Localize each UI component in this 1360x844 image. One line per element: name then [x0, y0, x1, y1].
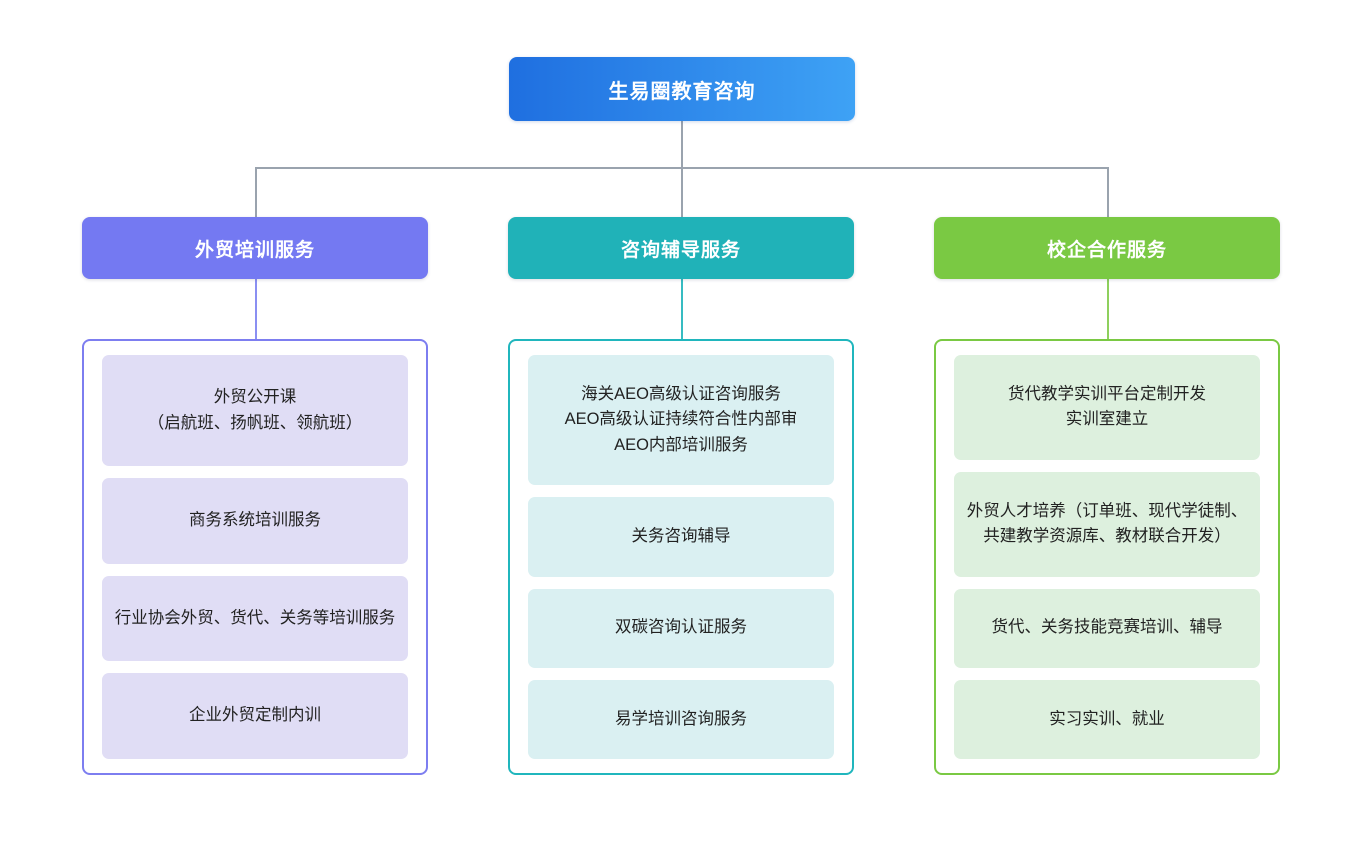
branch-header-xiaoqi-hezuo[interactable]: 校企合作服务 — [934, 217, 1280, 279]
branch-header-label: 校企合作服务 — [1046, 239, 1167, 261]
item-box[interactable]: 行业协会外贸、货代、关务等培训服务 — [102, 575, 408, 662]
item-box[interactable]: 双碳咨询认证服务 — [528, 588, 834, 668]
items-container-waimao-peixun: 外贸公开课 （启航班、扬帆班、领航班） 商务系统培训服务 行业协会外贸、货代、关… — [82, 339, 428, 775]
branch-header-label: 外贸培训服务 — [194, 239, 315, 261]
item-box[interactable]: 货代教学实训平台定制开发 实训室建立 — [954, 355, 1260, 460]
branch-header-label: 咨询辅导服务 — [620, 239, 741, 261]
connector-root-stem — [681, 121, 683, 168]
connector-header-to-items-2 — [1107, 279, 1109, 339]
item-box[interactable]: 企业外贸定制内训 — [102, 673, 408, 759]
item-box[interactable]: 实习实训、就业 — [954, 679, 1260, 759]
items-container-xiaoqi-hezuo: 货代教学实训平台定制开发 实训室建立 外贸人才培养（订单班、现代学徒制、共建教学… — [934, 339, 1280, 775]
item-box[interactable]: 易学培训咨询服务 — [528, 679, 834, 759]
item-box[interactable]: 外贸人才培养（订单班、现代学徒制、共建教学资源库、教材联合开发） — [954, 471, 1260, 577]
connector-header-to-items-1 — [681, 279, 683, 339]
root-node-label: 生易圈教育咨询 — [608, 80, 756, 103]
item-box[interactable]: 海关AEO高级认证咨询服务 AEO高级认证持续符合性内部审 AEO内部培训服务 — [528, 355, 834, 486]
connector-drop-branch-0 — [255, 167, 257, 217]
connector-drop-branch-2 — [1107, 167, 1109, 217]
item-box[interactable]: 关务咨询辅导 — [528, 497, 834, 577]
branch-header-waimao-peixun[interactable]: 外贸培训服务 — [82, 217, 428, 279]
connector-header-to-items-0 — [255, 279, 257, 339]
item-box[interactable]: 外贸公开课 （启航班、扬帆班、领航班） — [102, 355, 408, 467]
items-container-zixun-fudao: 海关AEO高级认证咨询服务 AEO高级认证持续符合性内部审 AEO内部培训服务 … — [508, 339, 854, 775]
root-node[interactable]: 生易圈教育咨询 — [509, 57, 855, 121]
item-box[interactable]: 商务系统培训服务 — [102, 478, 408, 564]
connector-drop-branch-1 — [681, 167, 683, 217]
item-box[interactable]: 货代、关务技能竞赛培训、辅导 — [954, 588, 1260, 668]
branch-header-zixun-fudao[interactable]: 咨询辅导服务 — [508, 217, 854, 279]
